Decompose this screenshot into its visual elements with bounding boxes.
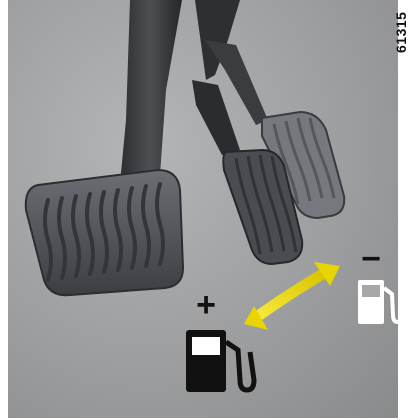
decrease-symbol: − (361, 240, 381, 278)
brake-pedal (26, 170, 183, 295)
pedal-illustration: + − (0, 0, 398, 418)
increase-symbol: + (196, 286, 216, 324)
figure-reference-number: 61315 (393, 6, 415, 58)
